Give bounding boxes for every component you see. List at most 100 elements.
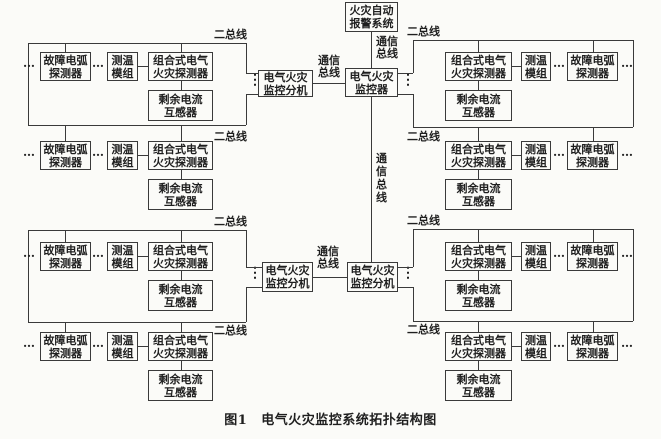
box-text: 监控分机 bbox=[265, 277, 310, 290]
box-text: 电气火灾 bbox=[263, 70, 308, 84]
h-ellipsis: … bbox=[23, 336, 36, 350]
box-text: 探测器 bbox=[576, 256, 609, 270]
box-text: 监控分机 bbox=[263, 83, 308, 97]
fault-arc-detector-box: 故障电弧探测器 bbox=[40, 332, 91, 361]
connector-line bbox=[181, 322, 182, 332]
h-ellipsis: … bbox=[23, 246, 36, 260]
box-text: 故障电弧 bbox=[570, 142, 615, 156]
bus-line bbox=[413, 40, 633, 41]
comm-bus-label: 通信总线 bbox=[374, 36, 400, 60]
box-text: 电气火灾 bbox=[349, 69, 394, 83]
connector-line bbox=[138, 66, 148, 67]
two-bus-label: 二总线 bbox=[407, 214, 440, 227]
h-ellipsis: … bbox=[553, 145, 566, 159]
box-text: 剩余电流 bbox=[456, 372, 501, 386]
box-text: 火灾探测器 bbox=[153, 155, 208, 169]
fault-arc-detector-box: 故障电弧探测器 bbox=[40, 141, 91, 170]
box-text: 故障电弧 bbox=[43, 333, 88, 347]
connector-line bbox=[512, 66, 521, 67]
box-text: 互感器 bbox=[164, 295, 197, 309]
temp-module-box: 测温模组 bbox=[107, 242, 138, 271]
box-text: 探测器 bbox=[576, 66, 609, 80]
connector-line bbox=[512, 346, 521, 347]
box-text: 故障电弧 bbox=[43, 243, 88, 257]
v-ellipsis: ⋮ bbox=[248, 72, 262, 88]
connector-line bbox=[478, 81, 479, 90]
connector-line bbox=[246, 287, 262, 288]
box-text: 报警系统 bbox=[349, 17, 394, 30]
connector-line bbox=[246, 43, 247, 73]
connector-line bbox=[246, 94, 258, 95]
fire-monitor-sub-box-bottom-right: 电气火灾监控分机 bbox=[347, 262, 398, 292]
connector-line bbox=[413, 287, 414, 321]
residual-ct-box: 剩余电流互感器 bbox=[445, 370, 512, 401]
combined-detector-box: 组合式电气火灾探测器 bbox=[445, 141, 512, 170]
box-text: 故障电弧 bbox=[570, 243, 615, 257]
box-text: 火灾自动 bbox=[349, 4, 394, 17]
box-text: 互感器 bbox=[462, 385, 495, 399]
h-ellipsis: … bbox=[92, 246, 105, 260]
combined-detector-box: 组合式电气火灾探测器 bbox=[148, 332, 213, 361]
bus-loop-line bbox=[28, 230, 29, 322]
comm-bus-label: 通信总线 bbox=[316, 55, 342, 79]
connector-line bbox=[65, 125, 66, 141]
box-text: 模组 bbox=[111, 155, 134, 169]
box-text: 剩余电流 bbox=[158, 181, 203, 195]
two-bus-label: 二总线 bbox=[214, 130, 247, 143]
combined-detector-box: 组合式电气火灾探测器 bbox=[148, 141, 213, 170]
box-text: 组合式电气 bbox=[153, 333, 208, 347]
h-ellipsis: … bbox=[23, 145, 36, 159]
connector-line bbox=[65, 322, 66, 332]
connector-line bbox=[246, 94, 247, 125]
two-bus-label: 二总线 bbox=[214, 324, 247, 337]
comm-line-monitor-sub bbox=[371, 97, 372, 262]
temp-module-box: 测温模组 bbox=[521, 141, 551, 170]
combined-detector-box: 组合式电气火灾探测器 bbox=[148, 52, 213, 81]
residual-ct-box: 剩余电流互感器 bbox=[445, 179, 512, 210]
box-text: 组合式电气 bbox=[153, 142, 208, 156]
connector-line bbox=[413, 94, 414, 127]
box-text: 组合式电气 bbox=[153, 243, 208, 257]
box-text: 模组 bbox=[525, 66, 547, 80]
v-ellipsis: ⋮ bbox=[401, 72, 415, 88]
box-text: 探测器 bbox=[576, 346, 609, 360]
bus-loop-line bbox=[633, 40, 634, 127]
box-text: 测温 bbox=[111, 142, 134, 156]
comm-bus-text: 通信 bbox=[376, 35, 398, 48]
combined-detector-box: 组合式电气火灾探测器 bbox=[445, 242, 512, 271]
fault-arc-detector-box: 故障电弧探测器 bbox=[567, 52, 618, 81]
box-text: 探测器 bbox=[49, 256, 82, 270]
connector-line bbox=[413, 229, 414, 267]
temp-module-box: 测温模组 bbox=[521, 242, 551, 271]
comm-bus-text: 通信 bbox=[317, 245, 339, 258]
connector-line bbox=[478, 127, 479, 141]
fault-arc-detector-box: 故障电弧探测器 bbox=[567, 332, 618, 361]
box-text: 火灾探测器 bbox=[451, 346, 506, 360]
residual-ct-box: 剩余电流互感器 bbox=[148, 280, 213, 311]
box-text: 监控分机 bbox=[350, 277, 395, 290]
temp-module-box: 测温模组 bbox=[107, 141, 138, 170]
box-text: 剩余电流 bbox=[158, 92, 203, 106]
box-text: 故障电弧 bbox=[570, 53, 615, 67]
connector-line bbox=[181, 81, 182, 90]
box-text: 模组 bbox=[525, 256, 547, 270]
residual-ct-box: 剩余电流互感器 bbox=[148, 370, 213, 401]
connector-line bbox=[593, 127, 594, 141]
connector-line bbox=[478, 40, 479, 52]
connector-line bbox=[413, 40, 414, 73]
box-text: 测温 bbox=[111, 53, 134, 67]
box-text: 探测器 bbox=[49, 346, 82, 360]
connector-line bbox=[478, 321, 479, 332]
connector-line bbox=[593, 40, 594, 52]
connector-line bbox=[181, 170, 182, 179]
box-text: 测温 bbox=[525, 333, 547, 347]
comm-bus-text: 总线 bbox=[376, 47, 398, 60]
box-text: 剩余电流 bbox=[456, 181, 501, 195]
v-ellipsis: ⋮ bbox=[248, 265, 262, 281]
box-text: 监控器 bbox=[355, 82, 388, 96]
fire-monitor-sub-box-top-left: 电气火灾监控分机 bbox=[258, 70, 313, 97]
box-text: 模组 bbox=[525, 346, 547, 360]
connector-line bbox=[593, 229, 594, 242]
